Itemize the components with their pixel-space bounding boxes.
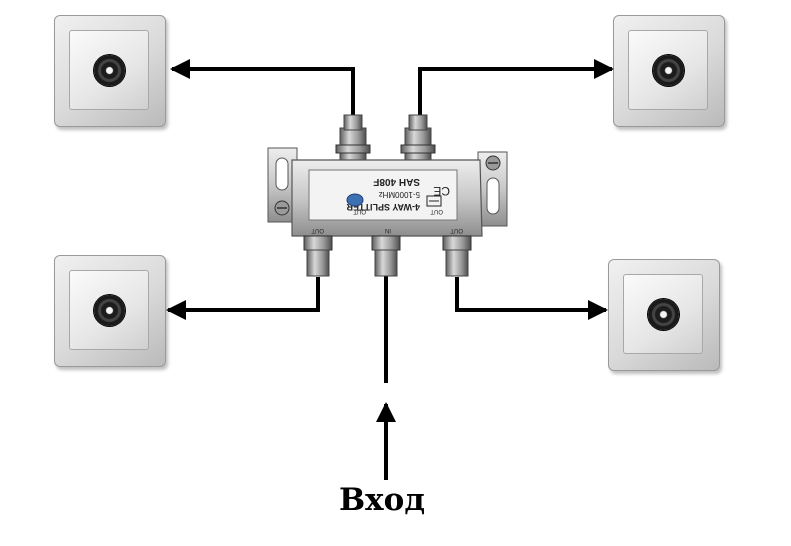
splitter-label-panel	[308, 169, 458, 221]
connector-out-bottom-right	[442, 235, 472, 277]
port-label-out: OUT	[430, 208, 443, 214]
signal-arrows	[166, 59, 614, 480]
tv-socket-top-right	[613, 15, 725, 127]
connector-out-top-left	[335, 114, 371, 165]
connector-out-bottom-left	[303, 235, 333, 277]
tv-socket-bottom-left	[54, 255, 166, 367]
arrow-to-top-right-socket	[418, 59, 614, 115]
ce-mark: CE	[433, 184, 450, 198]
port-label-out: OUT	[311, 227, 324, 233]
tv-socket-top-left	[54, 15, 166, 127]
arrow-to-bottom-right-socket	[455, 277, 608, 320]
tv-socket-bottom-right	[608, 259, 720, 371]
splitter-device: 4-WAY SPLITTER 5-1000MHz SAH 408F CE OUT…	[267, 114, 508, 277]
connector-out-top-right	[400, 114, 436, 165]
coax-jack-icon	[94, 55, 125, 86]
splitter-model-line3: SAH 408F	[373, 176, 420, 187]
coax-jack-icon	[653, 55, 684, 86]
port-label-out: OUT	[450, 227, 463, 233]
arrow-to-bottom-left-socket	[166, 277, 320, 320]
mounting-ear-right	[477, 151, 508, 227]
arrow-to-top-left-socket	[170, 59, 355, 115]
compliance-marks-icon	[426, 195, 442, 207]
splitter-label-text: 4-WAY SPLITTER 5-1000MHz SAH 408F CE OUT…	[346, 176, 450, 214]
port-label-in: IN	[385, 227, 391, 233]
coax-jack-icon	[94, 295, 125, 326]
mounting-ear-left	[267, 147, 298, 223]
coax-jack-icon	[648, 299, 679, 330]
logo-icon	[346, 193, 364, 207]
port-label-out: OUT	[353, 208, 366, 214]
connector-in-bottom	[371, 235, 401, 277]
input-label: Вход	[338, 482, 426, 518]
splitter-model-line1: 4-WAY SPLITTER	[346, 202, 420, 212]
splitter-freq-line: 5-1000MHz	[379, 190, 420, 199]
